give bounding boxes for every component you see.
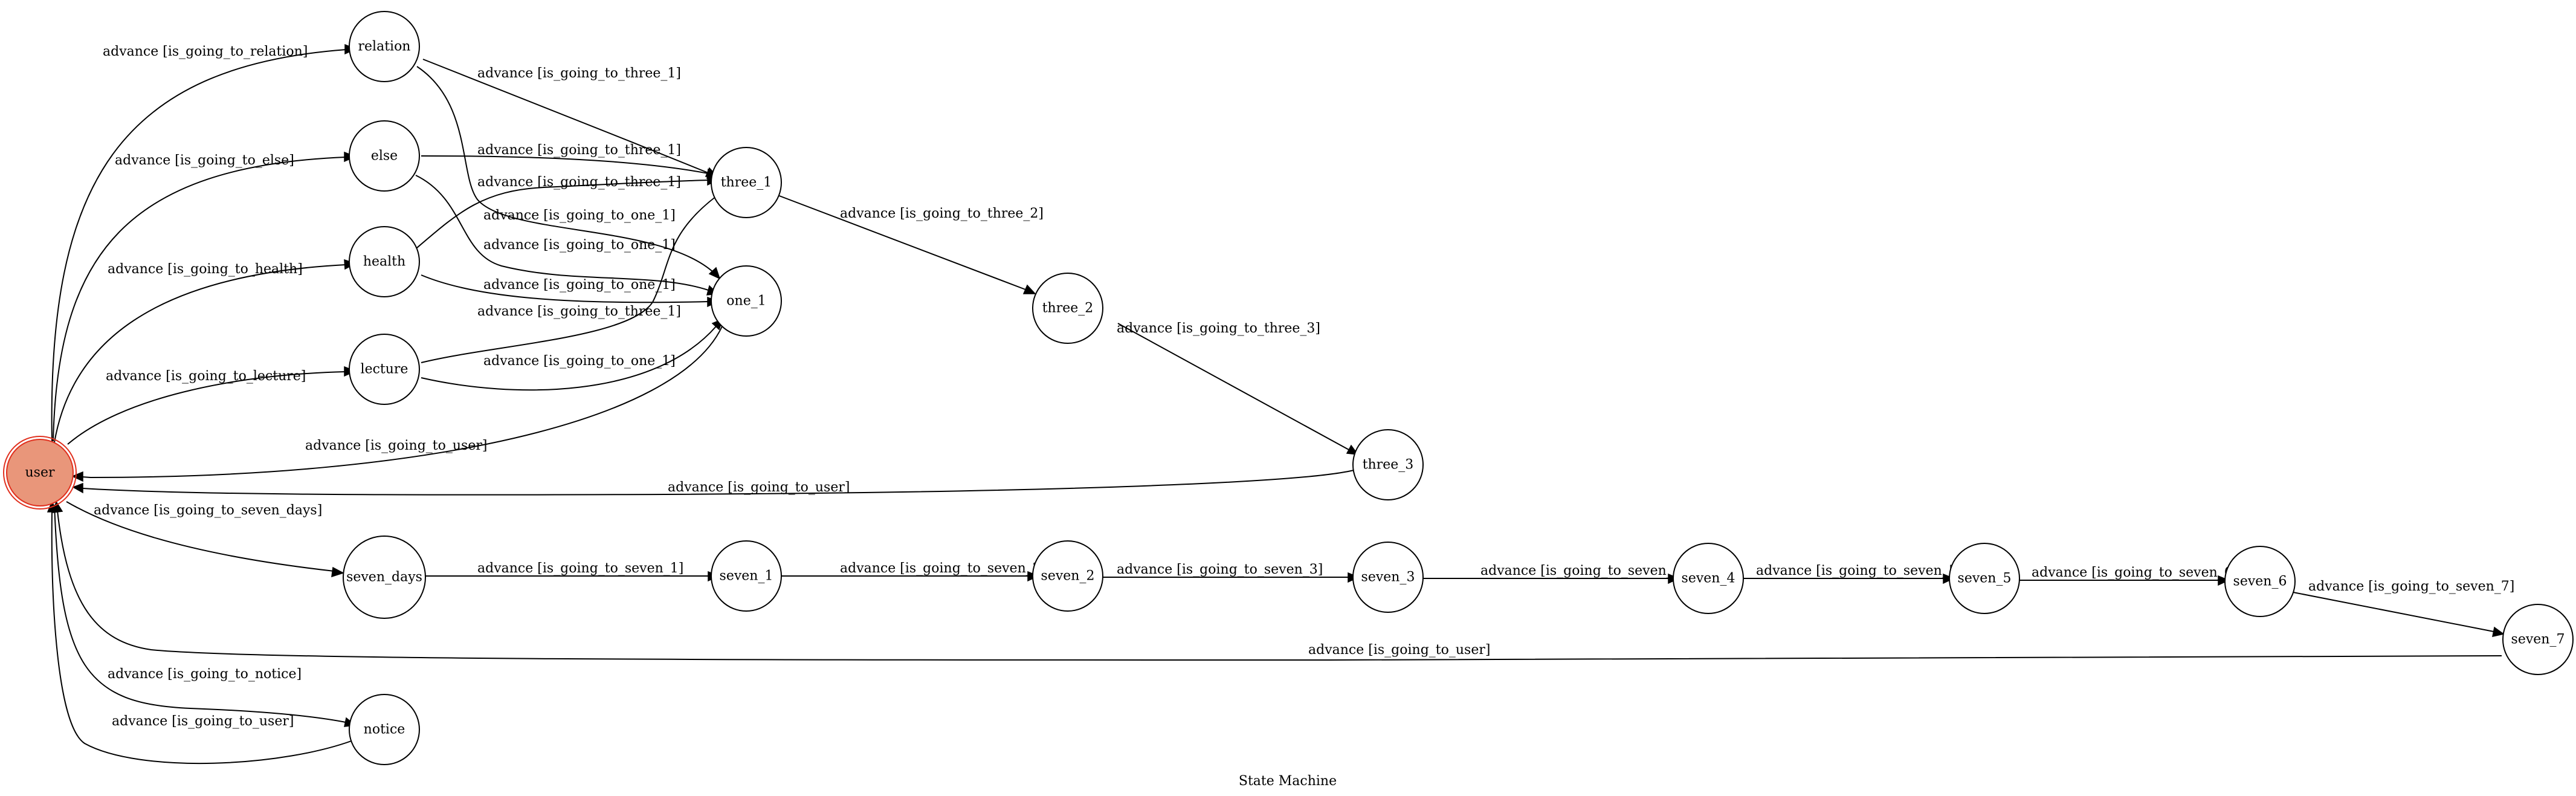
edge-label-one-1-user: advance [is_going_to_user] <box>305 438 487 453</box>
edge-else-one-1: advance [is_going_to_one_1] <box>415 175 719 296</box>
state-node-seven-1[interactable]: seven_1 <box>711 540 782 612</box>
node-label-seven-4: seven_4 <box>1682 571 1735 586</box>
state-node-health[interactable]: health <box>349 226 420 297</box>
edge-user-else: advance [is_going_to_else] <box>53 151 357 442</box>
edge-label-three-1-three-2: advance [is_going_to_three_2] <box>840 206 1044 221</box>
edge-label-three-2-three-3: advance [is_going_to_three_3] <box>1117 321 1320 336</box>
edge-health-three-1: advance [is_going_to_three_1] <box>416 175 719 248</box>
edge-label-user-seven-days: advance [is_going_to_seven_days] <box>94 503 322 518</box>
node-label-lecture: lecture <box>361 362 408 377</box>
edge-seven-6-seven-7: advance [is_going_to_seven_7] <box>2293 579 2514 637</box>
node-label-seven-1: seven_1 <box>720 569 773 584</box>
state-node-three-3[interactable]: three_3 <box>1352 429 1424 500</box>
state-node-seven-7[interactable]: seven_7 <box>2502 604 2574 675</box>
node-label-seven-days: seven_days <box>346 570 422 585</box>
state-node-relation[interactable]: relation <box>349 11 420 82</box>
edge-user-health: advance [is_going_to_health] <box>54 259 357 443</box>
state-node-seven-3[interactable]: seven_3 <box>1352 542 1424 613</box>
edge-label-else-one-1: advance [is_going_to_one_1] <box>483 238 676 253</box>
state-node-seven-5[interactable]: seven_5 <box>1949 543 2020 614</box>
edge-seven-4-seven-5: advance [is_going_to_seven_5] <box>1742 563 1962 584</box>
edge-label-lecture-three-1: advance [is_going_to_three_1] <box>477 304 681 319</box>
edge-label-user-notice: advance [is_going_to_notice] <box>108 667 302 682</box>
state-node-three-1[interactable]: three_1 <box>711 147 782 218</box>
edge-three-1-three-2: advance [is_going_to_three_2] <box>777 195 1044 294</box>
edge-seven-days-seven-1: advance [is_going_to_seven_1] <box>421 561 720 582</box>
diagram-caption: State Machine <box>1239 774 1337 789</box>
edge-user-lecture: advance [is_going_to_lecture] <box>67 366 357 445</box>
node-label-three-1: three_1 <box>721 175 772 190</box>
edge-label-health-three-1: advance [is_going_to_three_1] <box>477 175 681 190</box>
state-node-one-1[interactable]: one_1 <box>711 265 782 337</box>
edge-label-user-lecture: advance [is_going_to_lecture] <box>106 369 306 384</box>
edge-health-one-1: advance [is_going_to_one_1] <box>421 274 719 308</box>
state-node-else[interactable]: else <box>349 120 420 192</box>
node-label-three-3: three_3 <box>1363 458 1414 473</box>
edge-one-1-user: advance [is_going_to_user] <box>71 326 723 482</box>
nodes: user relation else health lecture seven_… <box>3 11 2574 765</box>
edge-label-seven-7-user: advance [is_going_to_user] <box>1308 642 1490 658</box>
edge-label-health-one-1: advance [is_going_to_one_1] <box>483 277 676 293</box>
edge-user-seven-days: advance [is_going_to_seven_days] <box>66 501 344 578</box>
edge-relation-one-1: advance [is_going_to_one_1] <box>416 66 721 280</box>
edge-label-user-relation: advance [is_going_to_relation] <box>103 44 308 59</box>
state-node-user[interactable]: user <box>3 436 77 510</box>
edge-label-seven-3-seven-4: advance [is_going_to_seven_4] <box>1480 563 1687 578</box>
node-label-one-1: one_1 <box>726 294 766 309</box>
edge-label-seven-6-seven-7: advance [is_going_to_seven_7] <box>2308 579 2514 594</box>
node-label-seven-7: seven_7 <box>2511 632 2565 647</box>
edge-lecture-one-1: advance [is_going_to_one_1] <box>421 318 724 391</box>
edge-label-relation-three-1: advance [is_going_to_three_1] <box>477 66 681 81</box>
node-label-seven-2: seven_2 <box>1041 569 1095 584</box>
state-node-seven-6[interactable]: seven_6 <box>2224 546 2296 617</box>
edge-label-seven-4-seven-5: advance [is_going_to_seven_5] <box>1756 563 1962 578</box>
node-label-health: health <box>363 254 405 270</box>
edge-user-relation: advance [is_going_to_relation] <box>51 44 357 442</box>
edge-user-notice: advance [is_going_to_notice] <box>54 504 357 727</box>
node-label-seven-6: seven_6 <box>2233 574 2287 589</box>
edge-label-seven-1-seven-2: advance [is_going_to_seven_2] <box>840 561 1046 576</box>
edge-label-lecture-one-1: advance [is_going_to_one_1] <box>483 354 676 369</box>
edge-label-seven-days-seven-1: advance [is_going_to_seven_1] <box>477 561 683 576</box>
edge-label-seven-5-seven-6: advance [is_going_to_seven_6] <box>2032 565 2238 580</box>
edge-label-notice-user: advance [is_going_to_user] <box>112 714 294 729</box>
edge-seven-3-seven-4: advance [is_going_to_seven_4] <box>1421 563 1687 584</box>
edges: advance [is_going_to_relation] advance [… <box>47 44 2514 765</box>
node-label-user: user <box>25 465 55 481</box>
state-node-seven-days[interactable]: seven_days <box>343 536 426 619</box>
node-label-relation: relation <box>358 39 411 54</box>
edge-three-2-three-3: advance [is_going_to_three_3] <box>1117 321 1359 455</box>
node-label-notice: notice <box>364 722 405 737</box>
edge-seven-1-seven-2: advance [is_going_to_seven_2] <box>780 561 1046 582</box>
edge-seven-5-seven-6: advance [is_going_to_seven_6] <box>2017 565 2238 586</box>
edge-notice-user: advance [is_going_to_user] <box>47 500 358 765</box>
node-label-seven-3: seven_3 <box>1361 570 1415 585</box>
state-node-notice[interactable]: notice <box>349 694 420 765</box>
edge-label-relation-one-1: advance [is_going_to_one_1] <box>483 208 676 223</box>
edge-label-user-health: advance [is_going_to_health] <box>108 262 303 277</box>
node-label-seven-5: seven_5 <box>1958 571 2012 586</box>
state-node-lecture[interactable]: lecture <box>349 334 420 405</box>
state-node-seven-4[interactable]: seven_4 <box>1673 543 1744 614</box>
edge-three-3-user: advance [is_going_to_user] <box>72 470 1354 496</box>
edge-label-user-else: advance [is_going_to_else] <box>115 153 294 168</box>
node-label-else: else <box>371 149 398 164</box>
node-label-three-2: three_2 <box>1042 301 1094 316</box>
edge-label-three-3-user: advance [is_going_to_user] <box>668 480 850 495</box>
state-node-seven-2[interactable]: seven_2 <box>1032 540 1103 612</box>
edge-label-seven-2-seven-3: advance [is_going_to_seven_3] <box>1117 562 1323 577</box>
edge-seven-2-seven-3: advance [is_going_to_seven_3] <box>1101 562 1360 583</box>
state-node-three-2[interactable]: three_2 <box>1032 273 1103 344</box>
edge-label-else-three-1: advance [is_going_to_three_1] <box>477 143 681 158</box>
